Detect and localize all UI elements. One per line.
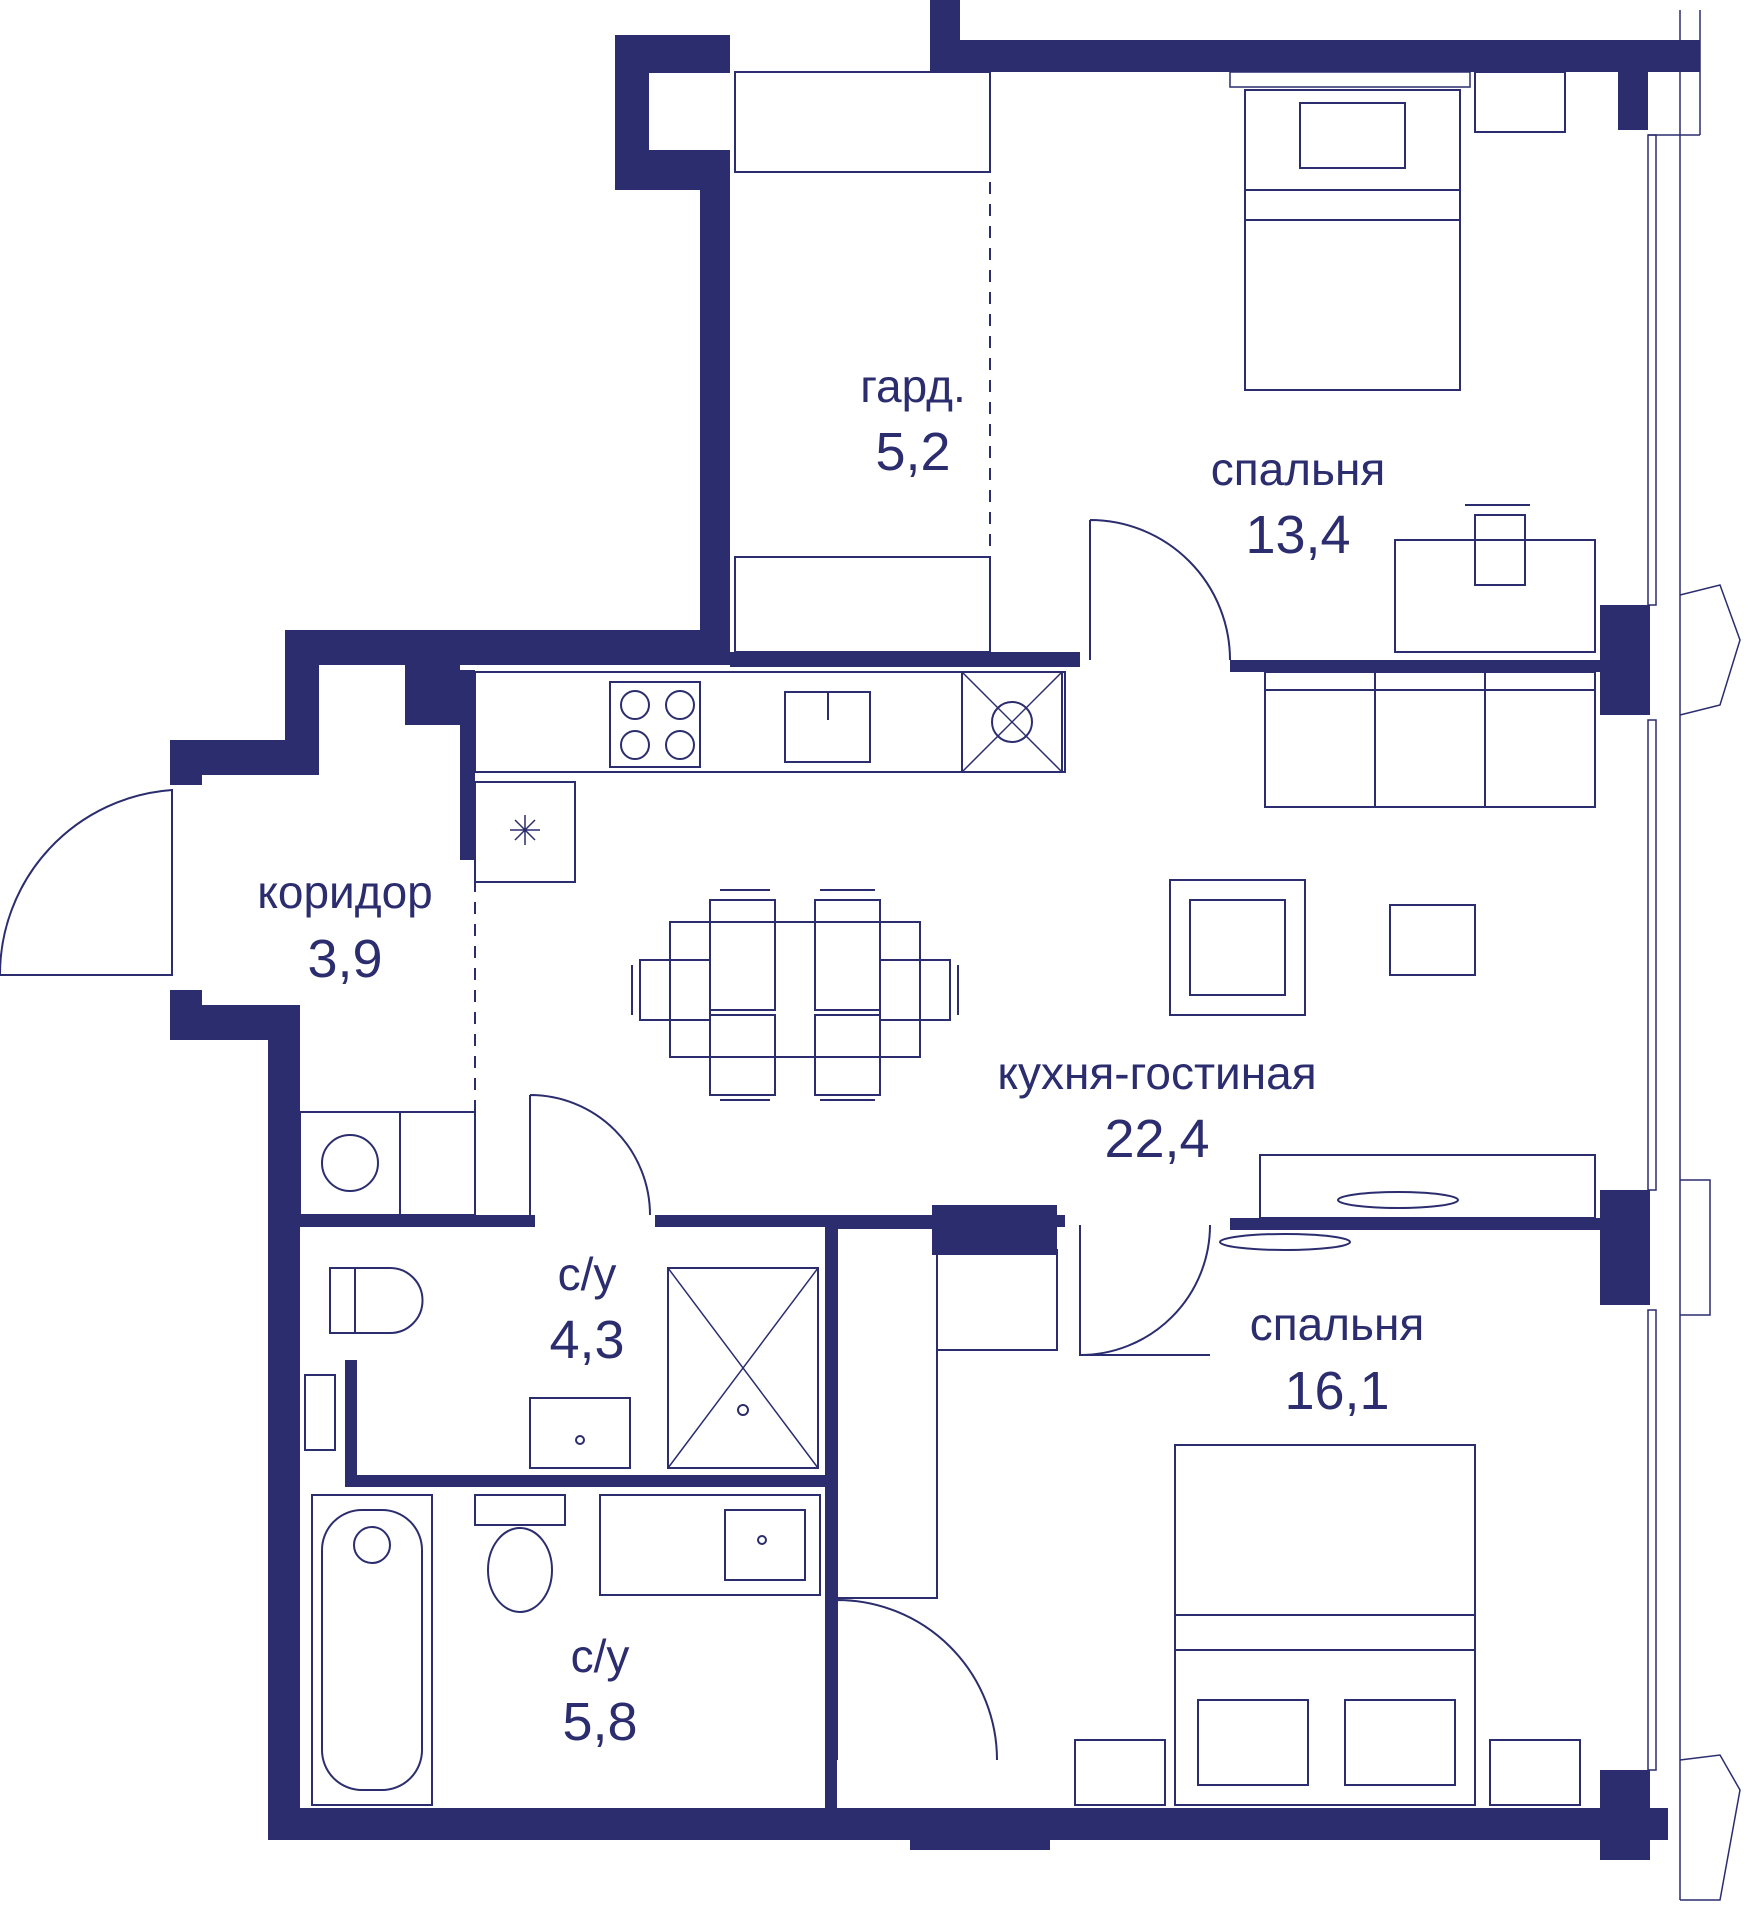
room-area: 16,1 <box>1284 1361 1389 1421</box>
room-label-wardrobe: гард. 5,2 <box>860 360 966 482</box>
bedroom-2-furniture <box>836 1227 1581 1806</box>
room-label-bathroom-1: с/у 4,3 <box>549 1248 624 1370</box>
bathroom-2-furniture <box>311 1494 821 1806</box>
room-area: 5,8 <box>562 1692 637 1752</box>
walls <box>170 0 1700 1860</box>
room-area: 5,2 <box>875 422 950 482</box>
room-name: с/у <box>558 1248 617 1300</box>
room-name: спальня <box>1250 1298 1425 1350</box>
room-label-bedroom-1: спальня 13,4 <box>1211 443 1386 565</box>
room-area: 4,3 <box>549 1310 624 1370</box>
corridor-furniture <box>299 1111 476 1216</box>
doors <box>0 519 1231 1761</box>
room-label-kitchen-living: кухня-гостиная 22,4 <box>997 1047 1316 1169</box>
room-name: с/у <box>571 1630 630 1682</box>
room-name: гард. <box>860 360 966 412</box>
room-name: спальня <box>1211 443 1386 495</box>
room-name: коридор <box>257 866 433 918</box>
living-furniture <box>1169 879 1596 1219</box>
room-label-corridor: коридор 3,9 <box>257 866 433 989</box>
room-area: 3,9 <box>307 929 382 989</box>
room-label-bedroom-2: спальня 16,1 <box>1250 1298 1425 1421</box>
room-name: кухня-гостиная <box>997 1047 1316 1099</box>
room-label-bathroom-2: с/у 5,8 <box>562 1630 637 1752</box>
bedroom-1-furniture <box>1229 71 1596 808</box>
room-area: 13,4 <box>1245 505 1350 565</box>
room-area: 22,4 <box>1104 1109 1209 1169</box>
windows <box>1647 10 1741 1901</box>
dining-table <box>631 889 959 1101</box>
bathroom-1-furniture <box>304 1267 819 1469</box>
kitchen-furniture <box>474 671 1066 883</box>
wardrobe-furniture <box>734 71 991 653</box>
